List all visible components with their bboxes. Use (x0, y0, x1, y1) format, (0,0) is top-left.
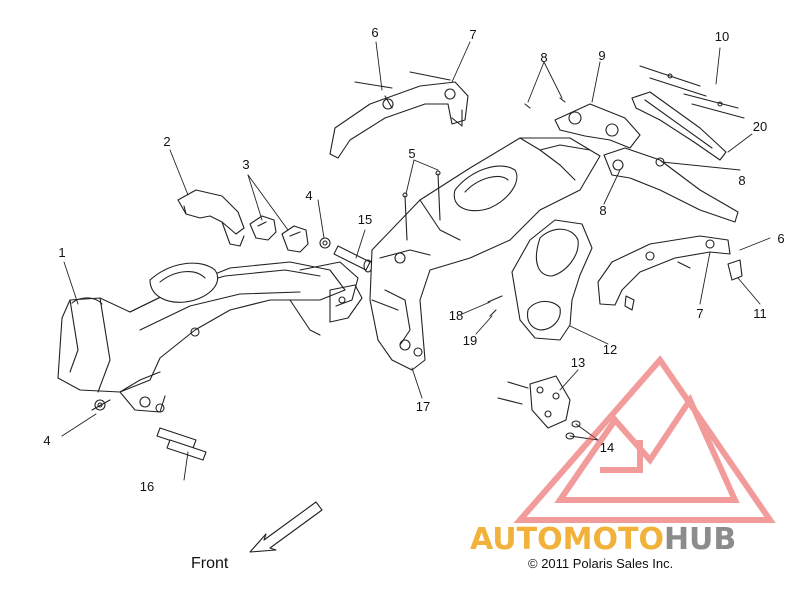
lower-rear-bracket-part-7 (597, 235, 731, 311)
front-direction-label: Front (191, 555, 229, 572)
upper-bracket-part-7 (329, 71, 469, 159)
callout-5: 5 (408, 146, 416, 161)
callout-16: 16 (139, 479, 155, 494)
washers-part-14 (565, 420, 581, 440)
callout-9: 9 (598, 48, 606, 63)
callout-3: 3 (242, 157, 250, 172)
center-frame-part-17 (369, 137, 601, 371)
callout-2: 2 (163, 134, 171, 149)
watermark-text-part1: AUTOMOTO (470, 522, 664, 557)
bracket-part-2 (177, 189, 245, 247)
callout-1: 1 (58, 245, 66, 260)
callout-6-rear: 6 (777, 231, 785, 246)
clamps-part-3 (249, 215, 309, 253)
callout-12: 12 (602, 342, 618, 357)
rear-bracket-part-9 (524, 97, 641, 149)
callout-18: 18 (448, 308, 464, 323)
rear-strip-part-20 (631, 91, 727, 161)
rear-mid-bracket-part-8 (603, 147, 739, 223)
callout-10: 10 (714, 29, 730, 44)
plate-part-13 (497, 375, 571, 429)
callout-11: 11 (753, 306, 767, 321)
fender-panel-part-12 (511, 219, 593, 341)
callout-8-mid: 8 (599, 203, 607, 218)
callout-6-upper: 6 (371, 25, 379, 40)
callout-19: 19 (462, 333, 478, 348)
bushing-part-4 (91, 237, 331, 411)
pins-part-18-19 (487, 295, 503, 317)
watermark-triangle (513, 355, 776, 523)
callout-14: 14 (599, 440, 615, 455)
callout-7-rear: 7 (696, 306, 704, 321)
copyright-notice: © 2011 Polaris Sales Inc. (528, 556, 674, 571)
watermark-text-part2: HUB (663, 522, 737, 557)
cables-part-10 (639, 65, 745, 119)
callout-8-right: 8 (738, 173, 746, 188)
bolts-part-5 (402, 170, 441, 241)
front-arrow (249, 501, 323, 553)
clip-part-11 (727, 259, 743, 281)
callout-4-upper: 4 (305, 188, 313, 203)
sleeve-part-15 (333, 245, 373, 273)
pins-part-16 (156, 427, 207, 461)
callout-15: 15 (357, 212, 373, 227)
callout-8-upper: 8 (540, 50, 548, 65)
callout-4-lower: 4 (43, 433, 51, 448)
front-frame-part (57, 261, 363, 413)
callout-17: 17 (415, 399, 431, 414)
watermark-logo: AUTOMOTOHUB (470, 522, 736, 557)
callout-20: 20 (752, 119, 768, 134)
callout-13: 13 (570, 355, 586, 370)
callout-7-upper: 7 (469, 27, 477, 42)
